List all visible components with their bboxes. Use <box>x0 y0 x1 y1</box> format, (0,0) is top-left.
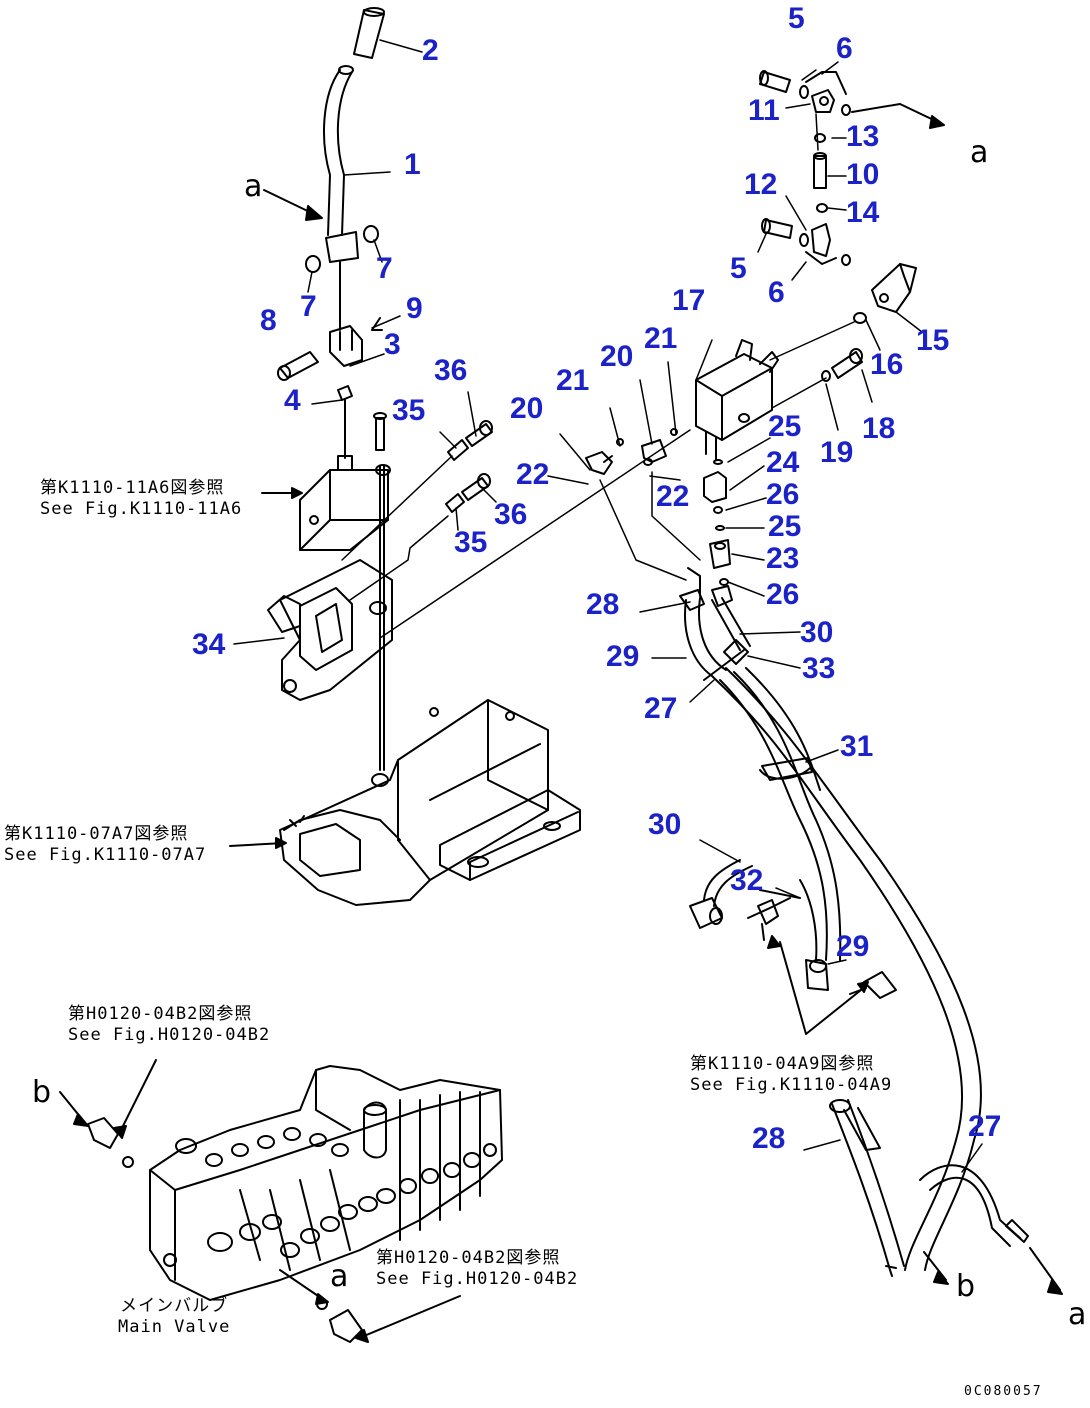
reference-h0120-04b2-top: 第H0120-04B2図参照 See Fig.H0120-04B2 <box>68 1004 270 1047</box>
arrow-letter-a-main-valve: a <box>330 1259 349 1294</box>
arrow-letter-a-bottom-right: a <box>1068 1297 1087 1332</box>
arrow-letter-a-top-right: a <box>970 135 989 170</box>
reference-en: See Fig.H0120-04B2 <box>68 1025 271 1046</box>
linkage-upper-right <box>759 70 945 382</box>
reference-k1110-11a6: 第K1110-11A6図参照 See Fig.K1110-11A6 <box>40 478 242 521</box>
part-label-28-upper: 28 <box>586 588 620 621</box>
part-label-25-upper: 25 <box>768 410 802 443</box>
fittings <box>585 428 731 586</box>
lever-assembly <box>277 7 385 459</box>
part-label-1: 1 <box>404 148 421 181</box>
console-box <box>229 699 581 906</box>
part-label-3: 3 <box>384 328 401 361</box>
reference-jp: 第K1110-11A6図参照 <box>40 478 225 498</box>
hose-block <box>679 567 751 681</box>
pilot-valve-17 <box>695 321 855 461</box>
part-label-15: 15 <box>916 324 950 357</box>
reference-jp: 第H0120-04B2図参照 <box>68 1004 253 1024</box>
reference-k1110-04a9: 第K1110-04A9図参照 See Fig.K1110-04A9 <box>690 1054 892 1097</box>
hoses-29-30-32 <box>689 859 897 1035</box>
drawing-code: 0C080057 <box>964 1384 1043 1399</box>
main-valve-en: Main Valve <box>118 1317 231 1338</box>
bracket-34 <box>233 559 393 701</box>
arrow-letter-a-lever: a <box>244 169 263 204</box>
part-label-35-upper: 35 <box>392 394 426 427</box>
part-label-2: 2 <box>422 34 439 67</box>
reference-h0120-04b2-bottom: 第H0120-04B2図参照 See Fig.H0120-04B2 <box>376 1248 578 1291</box>
part-label-25-lower: 25 <box>768 510 802 543</box>
part-label-30-lower: 30 <box>648 808 682 841</box>
reference-en: See Fig.K1110-11A6 <box>40 499 243 520</box>
part-label-33: 33 <box>802 652 836 685</box>
part-label-5-top: 5 <box>788 2 805 35</box>
part-label-28-lower: 28 <box>752 1122 786 1155</box>
reference-k1110-07a7: 第K1110-07A7図参照 See Fig.K1110-07A7 <box>4 824 206 867</box>
part-label-36-lower: 36 <box>494 498 528 531</box>
part-label-20-upper: 20 <box>600 340 634 373</box>
part-label-36-upper: 36 <box>434 354 468 387</box>
part-label-4: 4 <box>284 384 301 417</box>
reference-jp: 第K1110-07A7図参照 <box>4 824 189 844</box>
part-label-11: 11 <box>748 94 780 127</box>
part-label-6-top: 6 <box>836 32 853 65</box>
part-label-10: 10 <box>846 158 880 191</box>
part-label-22-left: 22 <box>516 458 550 491</box>
part-label-31: 31 <box>840 730 874 763</box>
part-label-16: 16 <box>870 348 904 381</box>
part-label-8: 8 <box>260 304 277 337</box>
arrow-letter-b-bottom: b <box>956 1269 976 1304</box>
part-label-9: 9 <box>406 292 423 325</box>
reference-main-valve: メインバルブ Main Valve <box>118 1296 230 1339</box>
reference-en: See Fig.H0120-04B2 <box>376 1269 579 1290</box>
part-label-6-lower: 6 <box>768 276 785 309</box>
part-label-34: 34 <box>192 628 226 661</box>
part-label-22-right: 22 <box>656 480 690 513</box>
part-label-24: 24 <box>766 446 800 479</box>
bolts-35-36 <box>341 412 691 771</box>
reference-en: See Fig.K1110-04A9 <box>690 1075 893 1096</box>
part-label-12: 12 <box>744 168 778 201</box>
part-label-30-upper: 30 <box>800 616 834 649</box>
reference-en: See Fig.K1110-07A7 <box>4 845 207 866</box>
leader-lines <box>307 39 983 1173</box>
part-label-17: 17 <box>672 284 706 317</box>
reference-jp: 第K1110-04A9図参照 <box>690 1054 875 1074</box>
part-label-21-upper: 21 <box>644 322 678 355</box>
part-label-27-lower: 27 <box>968 1110 1002 1143</box>
part-label-20-lower: 20 <box>510 392 544 425</box>
part-label-18: 18 <box>862 412 896 445</box>
part-label-23: 23 <box>766 542 800 575</box>
part-label-26-lower: 26 <box>766 578 800 611</box>
reference-jp: 第H0120-04B2図参照 <box>376 1248 561 1268</box>
part-label-27-upper: 27 <box>644 692 678 725</box>
part-label-29-upper: 29 <box>606 640 640 673</box>
part-label-29-lower: 29 <box>836 930 870 963</box>
hoses-27 <box>711 667 1063 1295</box>
part-label-13: 13 <box>846 120 880 153</box>
part-label-35-lower: 35 <box>454 526 488 559</box>
part-label-26-upper: 26 <box>766 478 800 511</box>
arrow-letter-b-left: b <box>32 1075 52 1110</box>
part-label-21-lower: 21 <box>556 364 590 397</box>
main-valve-jp: メインバルブ <box>120 1296 229 1316</box>
part-label-7-left: 7 <box>300 290 317 323</box>
switch-box <box>261 455 391 551</box>
part-label-14: 14 <box>846 196 880 229</box>
part-label-32: 32 <box>730 864 764 897</box>
part-label-5-lower: 5 <box>730 252 747 285</box>
main-valve <box>59 1059 503 1343</box>
part-label-7-right: 7 <box>376 252 393 285</box>
part-label-19: 19 <box>820 436 854 469</box>
